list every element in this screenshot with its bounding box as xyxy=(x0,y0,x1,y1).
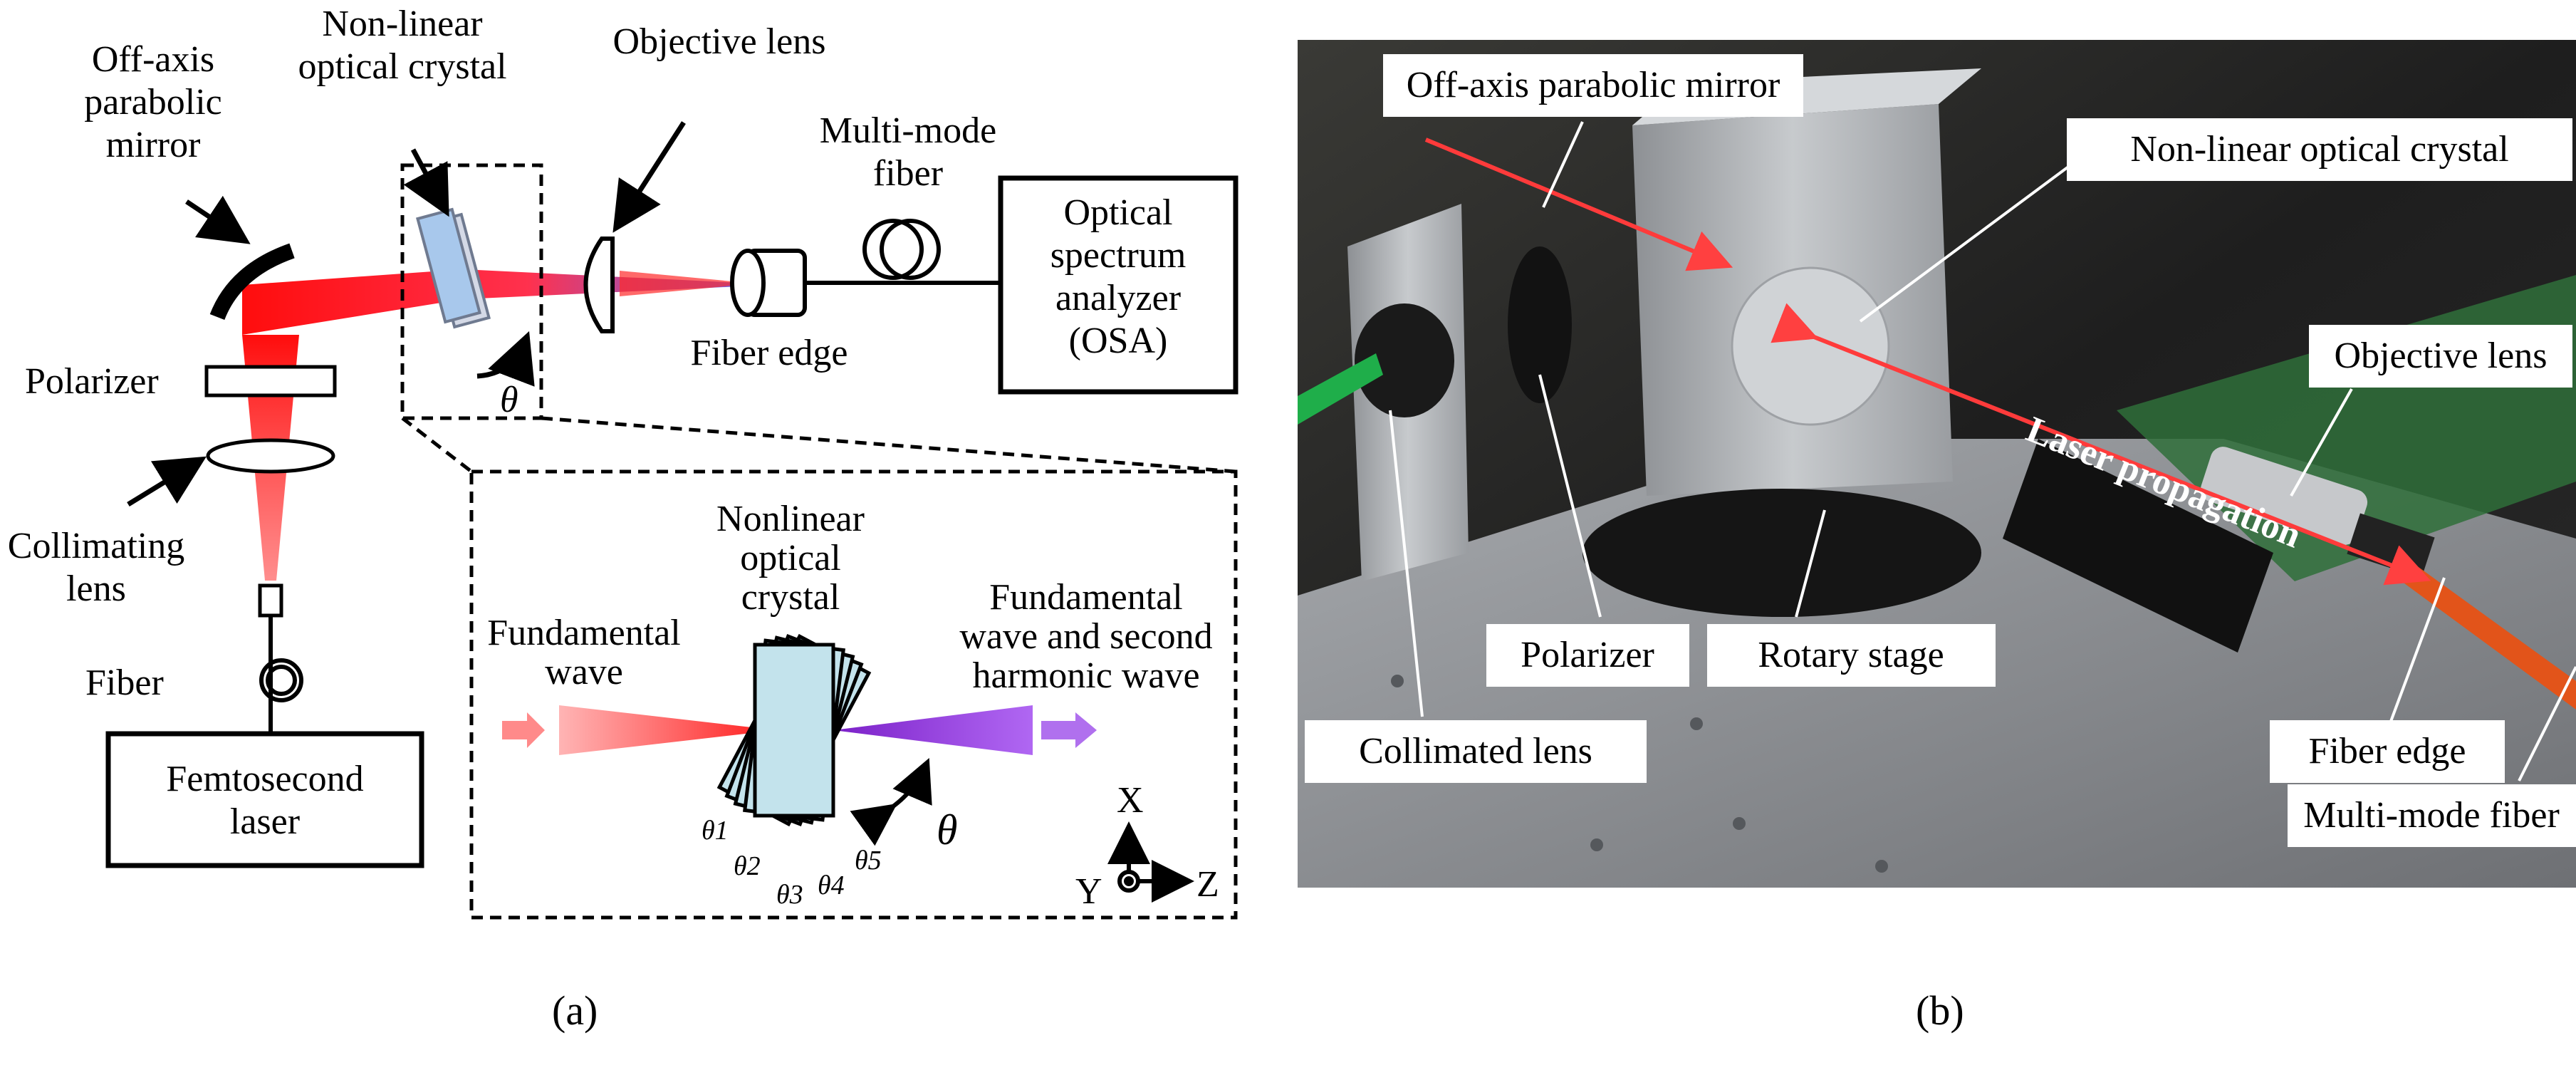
inset-label-theta: θ xyxy=(937,806,957,853)
inset-label-combined-3: harmonic wave xyxy=(972,655,1199,696)
schematic-diagram: Off-axis parabolic mirror Non-linear opt… xyxy=(8,4,1239,920)
label-off-axis-2: parabolic xyxy=(84,82,221,123)
collimating-lens-pointer xyxy=(127,456,207,506)
inset-label-fundamental-2: wave xyxy=(545,652,623,692)
inset-crystal-stack xyxy=(716,633,872,827)
crystal-dashed-box xyxy=(400,163,543,420)
label-crystal-2: optical crystal xyxy=(298,46,506,87)
label-polarizer: Polarizer xyxy=(25,361,159,402)
axis-icon xyxy=(1107,821,1194,903)
collimator-barrel xyxy=(1355,303,1454,417)
label-multimode-2: fiber xyxy=(873,153,943,194)
fiber-coil-icon xyxy=(259,658,303,702)
label-osa-4: (OSA) xyxy=(1069,321,1168,361)
label-theta-main: θ xyxy=(500,380,518,420)
inset-output-arrow xyxy=(1041,712,1097,748)
label-osa-2: spectrum xyxy=(1050,235,1187,276)
label-fiber-edge: Fiber edge xyxy=(691,333,848,373)
callout-collimated-lens: Collimated lens xyxy=(1359,731,1592,772)
green-fiber-cable xyxy=(1298,353,1383,425)
laser-propagation-arrow xyxy=(1771,303,2431,586)
parabolic-mirror-icon xyxy=(209,243,295,321)
fiber-connector xyxy=(258,583,283,618)
inset-dashed-box xyxy=(469,469,1238,920)
label-off-axis-3: mirror xyxy=(106,125,201,165)
axis-label-x: X xyxy=(1117,780,1144,821)
fiber-edge-face xyxy=(730,249,766,317)
inset-angle-2: θ2 xyxy=(734,851,761,881)
femtosecond-laser-box xyxy=(105,731,424,868)
axis-label-y: Y xyxy=(1075,871,1102,912)
inset-angle-1: θ1 xyxy=(702,816,729,846)
callout-box-polarizer xyxy=(1486,624,1689,687)
callout-box-multimode xyxy=(2288,784,2576,847)
label-osa-3: analyzer xyxy=(1055,278,1181,318)
callout-multimode-fiber: Multi-mode fiber xyxy=(2303,795,2560,836)
label-multimode-1: Multi-mode xyxy=(820,110,996,151)
caption-a: (a) xyxy=(552,987,598,1034)
fiber-coupled-beam xyxy=(620,271,755,296)
label-collimating-2: lens xyxy=(66,568,126,609)
callout-off-axis-mirror: Off-axis parabolic mirror xyxy=(1407,65,1780,105)
callout-box-collimated xyxy=(1305,720,1647,783)
collimating-lens-icon xyxy=(206,438,335,474)
rotation-curved-arrow-icon xyxy=(476,331,535,387)
experimental-setup-photo: Laser propagation Off-axis parabolic mir… xyxy=(1298,40,2576,888)
inset-fundamental-beam xyxy=(559,705,776,755)
crystal-pointer xyxy=(403,148,449,217)
callout-box-objective xyxy=(2309,325,2572,388)
label-osa-1: Optical xyxy=(1063,192,1172,233)
inset-angle-3: θ3 xyxy=(776,880,803,910)
inset-input-arrow xyxy=(502,712,545,748)
callout-polarizer: Polarizer xyxy=(1521,635,1654,675)
callout-box-rotary xyxy=(1707,624,1996,687)
mirror-pointer xyxy=(185,195,251,244)
label-collimating-1: Collimating xyxy=(8,526,184,566)
callout-objective-lens: Objective lens xyxy=(2335,336,2548,376)
laser-propagation-line-back xyxy=(1424,137,1733,271)
callout-box-crystal xyxy=(2067,118,2572,181)
label-femto-1: Femtosecond xyxy=(166,759,363,799)
zoom-line-right xyxy=(541,416,1236,474)
polarizer-mount xyxy=(1508,246,1572,403)
polarizer-plate xyxy=(204,365,337,398)
callout-leaders xyxy=(1389,121,2576,781)
inset-label-crystal-1: Nonlinear xyxy=(716,499,865,539)
label-crystal-1: Non-linear xyxy=(322,4,482,44)
label-femto-2: laser xyxy=(230,801,300,842)
inset-label-crystal-3: crystal xyxy=(741,577,840,618)
inset-label-combined-2: wave and second xyxy=(959,616,1212,657)
inset-double-arrow-icon xyxy=(850,757,932,846)
zoom-line-left xyxy=(401,417,473,473)
rotary-stage xyxy=(1582,489,1981,617)
inset-label-combined-1: Fundamental xyxy=(989,577,1183,618)
inset-angle-4: θ4 xyxy=(818,871,845,900)
osa-box xyxy=(998,175,1239,395)
callout-box-mirror xyxy=(1383,54,1803,117)
axis-label-z: Z xyxy=(1196,864,1219,905)
callout-rotary-stage: Rotary stage xyxy=(1758,635,1944,675)
inset-label-crystal-2: optical xyxy=(740,538,841,578)
objective-lens-pointer xyxy=(612,121,686,233)
callout-fiber-edge: Fiber edge xyxy=(2309,731,2466,772)
inset-label-fundamental-1: Fundamental xyxy=(487,613,681,653)
crystal-window xyxy=(1731,266,1890,426)
multimode-fiber-coil-icon xyxy=(862,219,941,280)
inset-output-beam xyxy=(833,705,1033,755)
caption-b: (b) xyxy=(1916,987,1964,1034)
inset-angle-5: θ5 xyxy=(855,846,882,876)
label-objective-lens: Objective lens xyxy=(613,21,826,62)
label-off-axis-1: Off-axis xyxy=(92,39,214,80)
label-fiber: Fiber xyxy=(85,663,164,703)
callout-nonlinear-crystal: Non-linear optical crystal xyxy=(2130,129,2508,170)
callout-box-fiber-edge xyxy=(2270,720,2505,783)
objective-lens-icon xyxy=(583,237,615,333)
multimode-fiber-cable xyxy=(2402,560,2576,710)
